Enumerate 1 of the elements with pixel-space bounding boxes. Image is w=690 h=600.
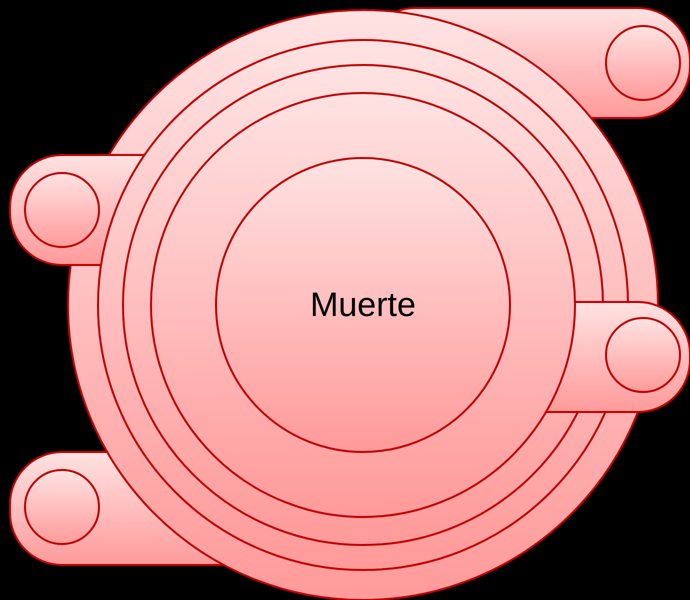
node-label: Muerte [310,286,416,324]
